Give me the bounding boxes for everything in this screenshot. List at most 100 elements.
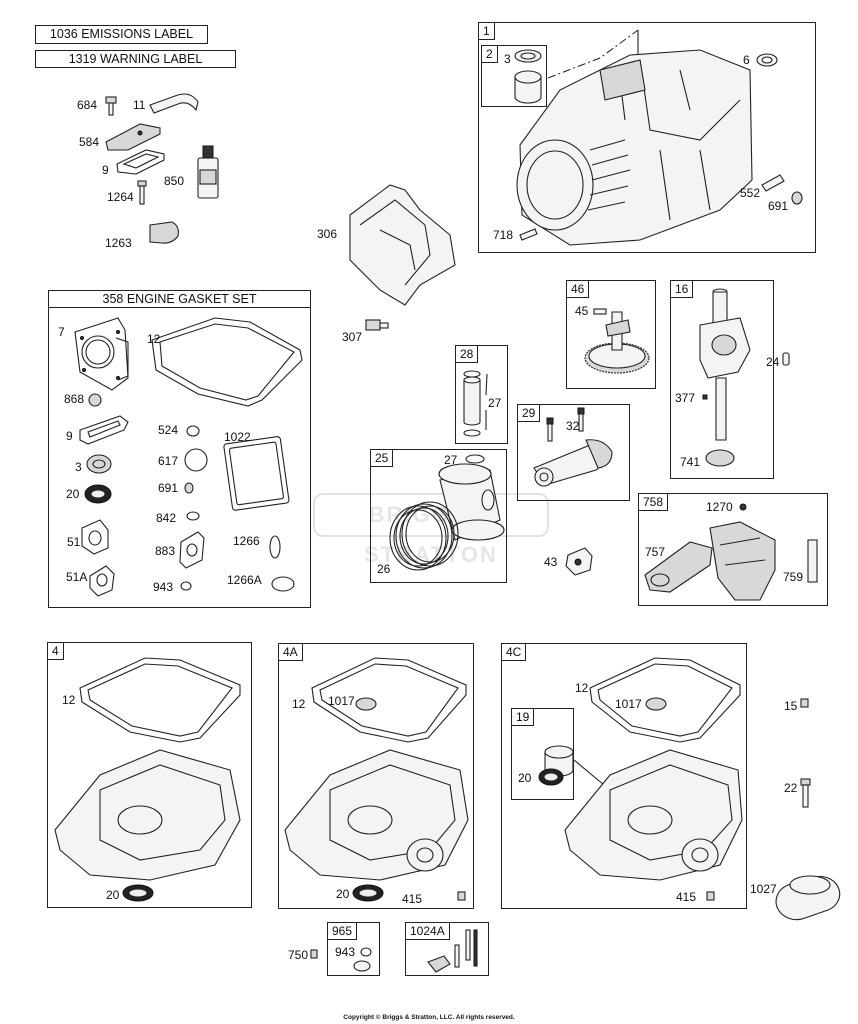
- part-22: 22: [784, 781, 798, 795]
- box-1-tag: 1: [478, 22, 495, 40]
- part-691: 691: [768, 199, 789, 213]
- part-1266a: 1266A: [227, 573, 262, 587]
- box-19-tag: 19: [511, 708, 535, 726]
- box-25: 25: [370, 449, 507, 583]
- part-20: 20: [66, 487, 80, 501]
- part-27: 27: [444, 453, 458, 467]
- box-2: 2: [481, 45, 547, 107]
- part-26: 26: [377, 562, 391, 576]
- part-943: 943: [335, 945, 356, 959]
- part-415: 415: [676, 890, 697, 904]
- box-4: 4: [47, 642, 252, 908]
- part-883: 883: [155, 544, 176, 558]
- part-12: 12: [292, 697, 306, 711]
- part-584: 584: [79, 135, 100, 149]
- box-758: 758: [638, 493, 828, 606]
- part-1270: 1270: [706, 500, 733, 514]
- box-4a-tag: 4A: [278, 643, 303, 661]
- part-51a: 51A: [66, 570, 88, 584]
- part-9: 9: [102, 163, 109, 177]
- part-1022: 1022: [224, 430, 251, 444]
- part-741: 741: [680, 455, 701, 469]
- part-20: 20: [336, 887, 350, 901]
- part-415: 415: [402, 892, 423, 906]
- part-51: 51: [67, 535, 81, 549]
- part-11: 11: [133, 98, 146, 112]
- box-25-tag: 25: [370, 449, 394, 467]
- part-3: 3: [504, 52, 511, 66]
- part-12: 12: [575, 681, 589, 695]
- box-1024a: 1024A: [405, 922, 489, 976]
- part-1017: 1017: [615, 697, 642, 711]
- part-307: 307: [342, 330, 363, 344]
- part-617: 617: [158, 454, 179, 468]
- part-7: 7: [58, 325, 65, 339]
- box-16: 16: [670, 280, 774, 479]
- box-965-tag: 965: [327, 922, 358, 940]
- part-20: 20: [518, 771, 532, 785]
- part-757: 757: [645, 545, 666, 559]
- part-45: 45: [575, 304, 589, 318]
- part-750: 750: [288, 948, 309, 962]
- part-15: 15: [784, 699, 798, 713]
- part-842: 842: [156, 511, 177, 525]
- part-6: 6: [743, 53, 750, 67]
- box-46: 46: [566, 280, 656, 389]
- part-850: 850: [164, 174, 185, 188]
- warning-label-title: 1319 WARNING LABEL: [35, 50, 236, 68]
- part-12: 12: [147, 332, 161, 346]
- part-691: 691: [158, 481, 179, 495]
- box-1024a-tag: 1024A: [405, 922, 450, 940]
- part-1266: 1266: [233, 534, 260, 548]
- box-4c-tag: 4C: [501, 643, 527, 661]
- gasket-set-title: 358 ENGINE GASKET SET: [48, 290, 311, 308]
- box-758-tag: 758: [638, 493, 669, 511]
- box-46-tag: 46: [566, 280, 590, 298]
- box-16-tag: 16: [670, 280, 694, 298]
- box-28: 28: [455, 345, 508, 444]
- part-32: 32: [566, 419, 580, 433]
- box-28-tag: 28: [455, 345, 479, 363]
- box-965: 965: [327, 922, 380, 976]
- box-1: 1: [478, 22, 816, 253]
- box-29: 29: [517, 404, 630, 501]
- part-684: 684: [77, 98, 98, 112]
- part-3: 3: [75, 460, 82, 474]
- box-4c: 4C: [501, 643, 747, 909]
- part-868: 868: [64, 392, 85, 406]
- part-9: 9: [66, 429, 73, 443]
- part-20: 20: [106, 888, 120, 902]
- part-759: 759: [783, 570, 804, 584]
- part-524: 524: [158, 423, 179, 437]
- part-552: 552: [740, 186, 761, 200]
- part-943: 943: [153, 580, 174, 594]
- part-718: 718: [493, 228, 514, 242]
- part-27: 27: [488, 396, 502, 410]
- box-4a: 4A: [278, 643, 474, 909]
- part-1027: 1027: [750, 882, 777, 896]
- part-43: 43: [544, 555, 558, 569]
- part-1263: 1263: [105, 236, 132, 250]
- part-1017: 1017: [328, 694, 355, 708]
- emissions-label-title: 1036 EMISSIONS LABEL: [35, 25, 208, 44]
- part-306: 306: [317, 227, 338, 241]
- part-1264: 1264: [107, 190, 134, 204]
- copyright-text: Copyright © Briggs & Stratton, LLC. All …: [343, 1014, 515, 1021]
- box-2-tag: 2: [481, 45, 498, 63]
- part-12: 12: [62, 693, 76, 707]
- part-24: 24: [766, 355, 780, 369]
